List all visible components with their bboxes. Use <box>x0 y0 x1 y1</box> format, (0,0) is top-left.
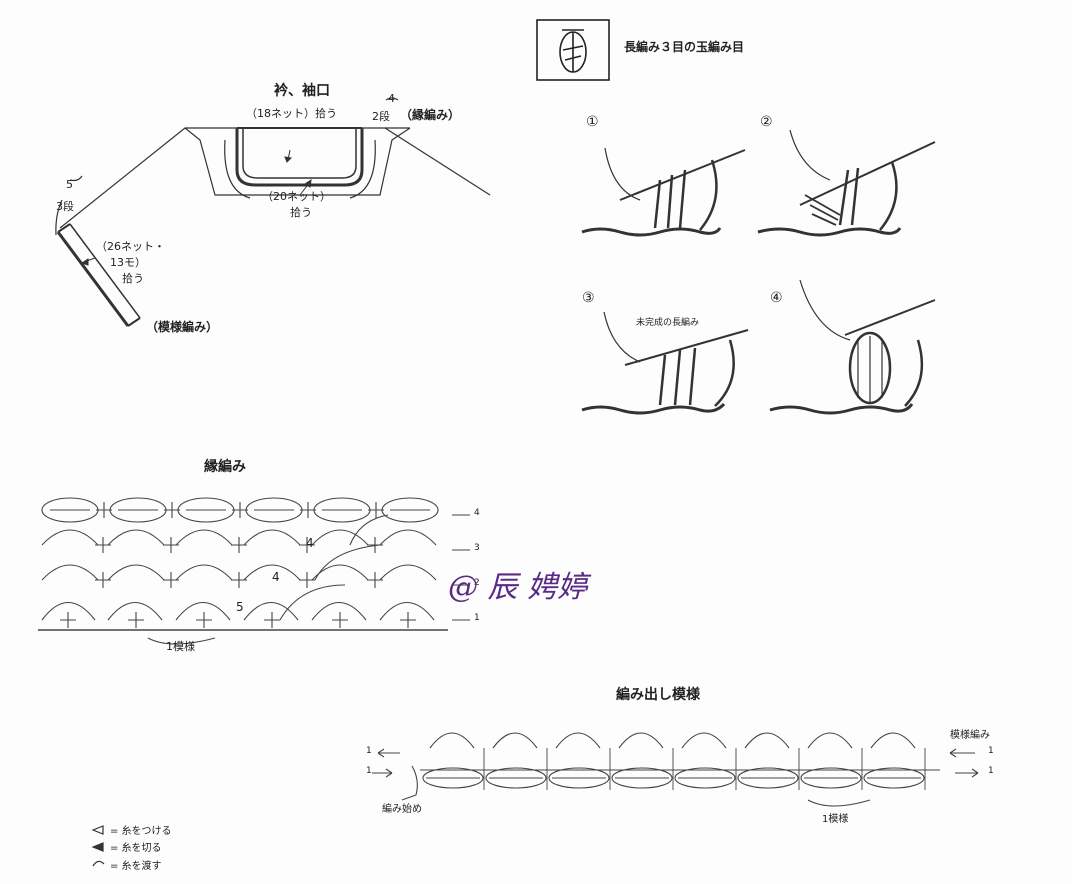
start-chart-lines <box>372 732 979 807</box>
edging-row-3: 3 <box>474 543 480 553</box>
edging-row-1: 1 <box>474 613 480 623</box>
bobble-symbol <box>536 19 610 81</box>
pattern-label: （模様編み） <box>146 320 219 334</box>
edging-count-a: 4 <box>306 536 314 550</box>
start-label: 編み始め <box>382 804 422 815</box>
legend-attach-yarn: = 糸をつける <box>110 826 172 837</box>
neckline-title: 衿、袖口 <box>274 83 330 99</box>
rows-5-count: 5 <box>66 178 73 191</box>
start-pattern-label: 模様編み <box>950 730 990 741</box>
edging-count-b: 4 <box>272 570 280 584</box>
sleeve-band <box>56 231 130 327</box>
pick-18-label: （18ネット）拾う <box>246 107 337 120</box>
edging-chart-title: 縁編み <box>204 459 246 475</box>
step-1-label: ① <box>586 114 599 130</box>
step-2-label: ② <box>760 114 773 130</box>
step-3-label: ③ <box>582 290 595 306</box>
step-4-label: ④ <box>770 290 783 306</box>
start-chart-title: 編み出し模様 <box>616 687 700 703</box>
author-signature: @ 辰 娉婷 <box>448 570 588 605</box>
rows-4-label: 2段 <box>372 110 390 123</box>
pick-20-label-b: 拾う <box>290 206 312 219</box>
pick-20-label: （20ネット） <box>262 190 331 203</box>
pick-26-label-c: 拾う <box>122 272 144 285</box>
pick-26-label-b: 13モ） <box>110 256 146 269</box>
neck-outline <box>184 127 411 196</box>
edging-repeat-label: 1模様 <box>166 640 195 653</box>
legend-cut-yarn: = 糸を切る <box>110 843 162 854</box>
rows-4-count: 4 <box>388 92 395 105</box>
edging-label: （縁編み） <box>400 108 461 122</box>
legend-symbols <box>91 825 105 867</box>
edging-row-4: 4 <box>474 508 480 518</box>
edging-count-c: 5 <box>236 600 244 614</box>
start-row-left-2: 1 <box>366 766 372 776</box>
start-row-right-1: 1 <box>988 746 994 756</box>
start-repeat-label: 1模様 <box>822 814 849 825</box>
legend-carry-yarn: = 糸を渡す <box>110 861 162 872</box>
right-shoulder-line <box>384 127 491 196</box>
left-shoulder-line <box>59 127 240 229</box>
start-row-right-2: 1 <box>988 766 994 776</box>
bobble-title: 長編み３目の玉編み目 <box>624 40 745 54</box>
neck-band <box>235 128 364 187</box>
start-row-left-1: 1 <box>366 746 372 756</box>
rows-5-label: 3段 <box>56 200 74 213</box>
edging-row-2: 2 <box>474 578 480 588</box>
edging-chart-lines <box>38 497 470 645</box>
pick-26-label: （26ネット・ <box>96 240 165 253</box>
step-3-note: 未完成の長編み <box>636 318 700 328</box>
